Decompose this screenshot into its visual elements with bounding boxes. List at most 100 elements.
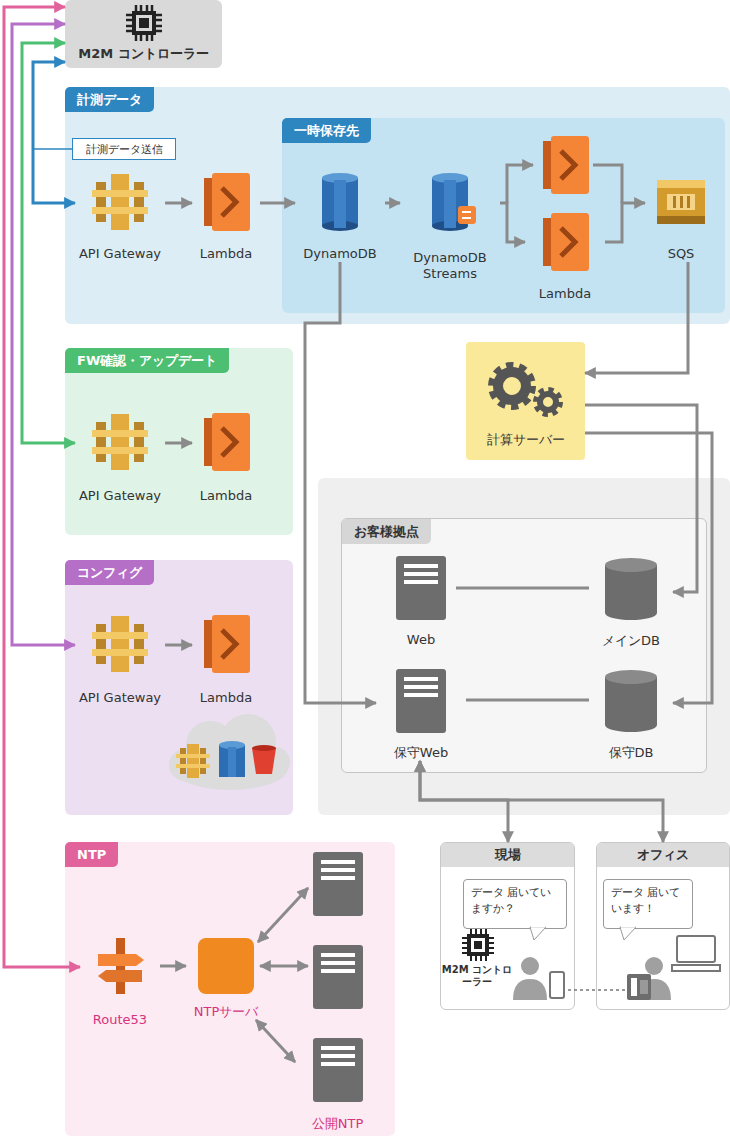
panel-tab: 一時保存先 <box>282 118 371 143</box>
label-row: 計算サーバー <box>466 432 585 448</box>
label-row: NTPサーバ <box>186 1004 266 1020</box>
bubble-text: データ 届いています！ <box>611 885 685 917</box>
db-icon <box>603 669 659 733</box>
r53-icon <box>92 936 148 996</box>
label-row: Lambda <box>192 246 260 262</box>
ntp-icon <box>198 938 254 994</box>
sv-icon <box>313 1038 363 1102</box>
connector <box>420 761 663 842</box>
node-label: Route53 <box>93 1012 147 1027</box>
gw-icon <box>92 412 148 472</box>
gw-icon <box>92 172 148 232</box>
label-row: Lambda <box>192 690 260 706</box>
lambda-icon <box>543 136 589 194</box>
service-node: 計算サーバー <box>466 342 585 460</box>
desk-phone-icon <box>627 974 651 1000</box>
connector <box>585 262 688 373</box>
controller-chip <box>462 929 494 961</box>
leader-line <box>33 148 72 150</box>
db-icon <box>603 557 659 621</box>
node-label: 計算サーバー <box>487 432 565 447</box>
text-box: 計測データ送信 <box>72 138 176 160</box>
bubble-tail <box>530 927 546 940</box>
monitor-icon <box>672 936 720 971</box>
la-icon <box>198 412 254 472</box>
service-node: Lambda <box>525 212 605 302</box>
panel-tab: FW確認・アップデート <box>65 348 229 373</box>
group-panel: 計測データ計測データ送信API GatewayLambda一時保存先Dynamo… <box>65 87 730 324</box>
connector <box>33 62 75 203</box>
gear-icon <box>480 354 572 424</box>
service-node: Web <box>386 556 456 648</box>
service-node: API Gateway <box>75 614 165 706</box>
service-node: SQS <box>645 172 717 262</box>
sqs-icon <box>653 172 709 232</box>
sync-arrow <box>260 965 308 968</box>
la-icon <box>198 172 254 232</box>
sv-icon <box>396 556 446 620</box>
node-label: 保守DB <box>609 745 654 760</box>
box-heading: オフィス <box>597 843 729 867</box>
panel-tab: コンフィグ <box>65 560 154 585</box>
label-row: メインDB <box>589 633 673 649</box>
sync-arrow <box>258 888 308 942</box>
connector <box>385 202 400 205</box>
service-node: Lambda <box>192 412 260 504</box>
branch-arrow <box>507 165 533 203</box>
node-label: メインDB <box>602 633 660 648</box>
connector <box>605 203 645 242</box>
label-row: DynamoDB <box>295 246 385 262</box>
person-icon <box>513 957 671 1000</box>
label-row: API Gateway <box>75 246 165 262</box>
connector <box>585 433 712 703</box>
cloud-icon <box>169 714 290 790</box>
service-node: 保守Web <box>376 669 466 761</box>
label-row: API Gateway <box>75 488 165 504</box>
connector <box>165 644 192 647</box>
la-icon <box>537 212 593 272</box>
bubble-tail <box>620 927 636 940</box>
connector <box>260 202 295 205</box>
connector <box>456 587 589 590</box>
speech-bubble: データ 届いていますか？ <box>463 879 567 929</box>
service-node: 保守DB <box>589 669 673 761</box>
node-label: Lambda <box>200 690 252 705</box>
service-node: DynamoDB Streams <box>400 172 500 282</box>
group-panel: 一時保存先 DynamoDB DynamoDB Streams Lambda SQS <box>282 118 725 313</box>
box-heading: 現場 <box>441 843 574 867</box>
label-row: M2M コントローラー <box>65 46 222 62</box>
la-icon <box>198 614 254 674</box>
merge-line <box>593 165 622 203</box>
node-label: DynamoDB Streams <box>413 250 486 281</box>
connector <box>4 7 80 967</box>
label-row: Lambda <box>192 488 260 504</box>
connector <box>22 43 75 443</box>
node-label: Lambda <box>200 488 252 503</box>
connector <box>165 442 192 445</box>
label-row: DynamoDB Streams <box>400 250 500 282</box>
node-label: 公開NTP <box>312 1116 364 1131</box>
service-node: Lambda <box>192 614 260 706</box>
service-node: メインDB <box>589 557 673 649</box>
service-node: Lambda <box>192 172 260 262</box>
service-node: 公開NTP <box>295 1036 380 1132</box>
node-label: Web <box>407 632 435 647</box>
st-icon <box>422 172 478 232</box>
connector <box>256 1020 295 1062</box>
connector <box>165 202 192 205</box>
connector <box>160 965 186 968</box>
ddb-icon <box>312 172 368 232</box>
gw-icon <box>92 614 148 674</box>
node-label: NTPサーバ <box>194 1004 259 1019</box>
service-node: API Gateway <box>75 412 165 504</box>
connector <box>12 24 75 645</box>
node-label: API Gateway <box>79 246 161 261</box>
panel-tab: お客様拠点 <box>342 519 431 544</box>
label-row: 公開NTP <box>295 1116 380 1132</box>
box-label: 計測データ送信 <box>82 140 167 159</box>
service-node: M2M コントローラー <box>65 0 222 68</box>
node-label: Lambda <box>200 246 252 261</box>
server-icon <box>313 852 363 1009</box>
service-node: NTPサーバ <box>186 938 266 1020</box>
